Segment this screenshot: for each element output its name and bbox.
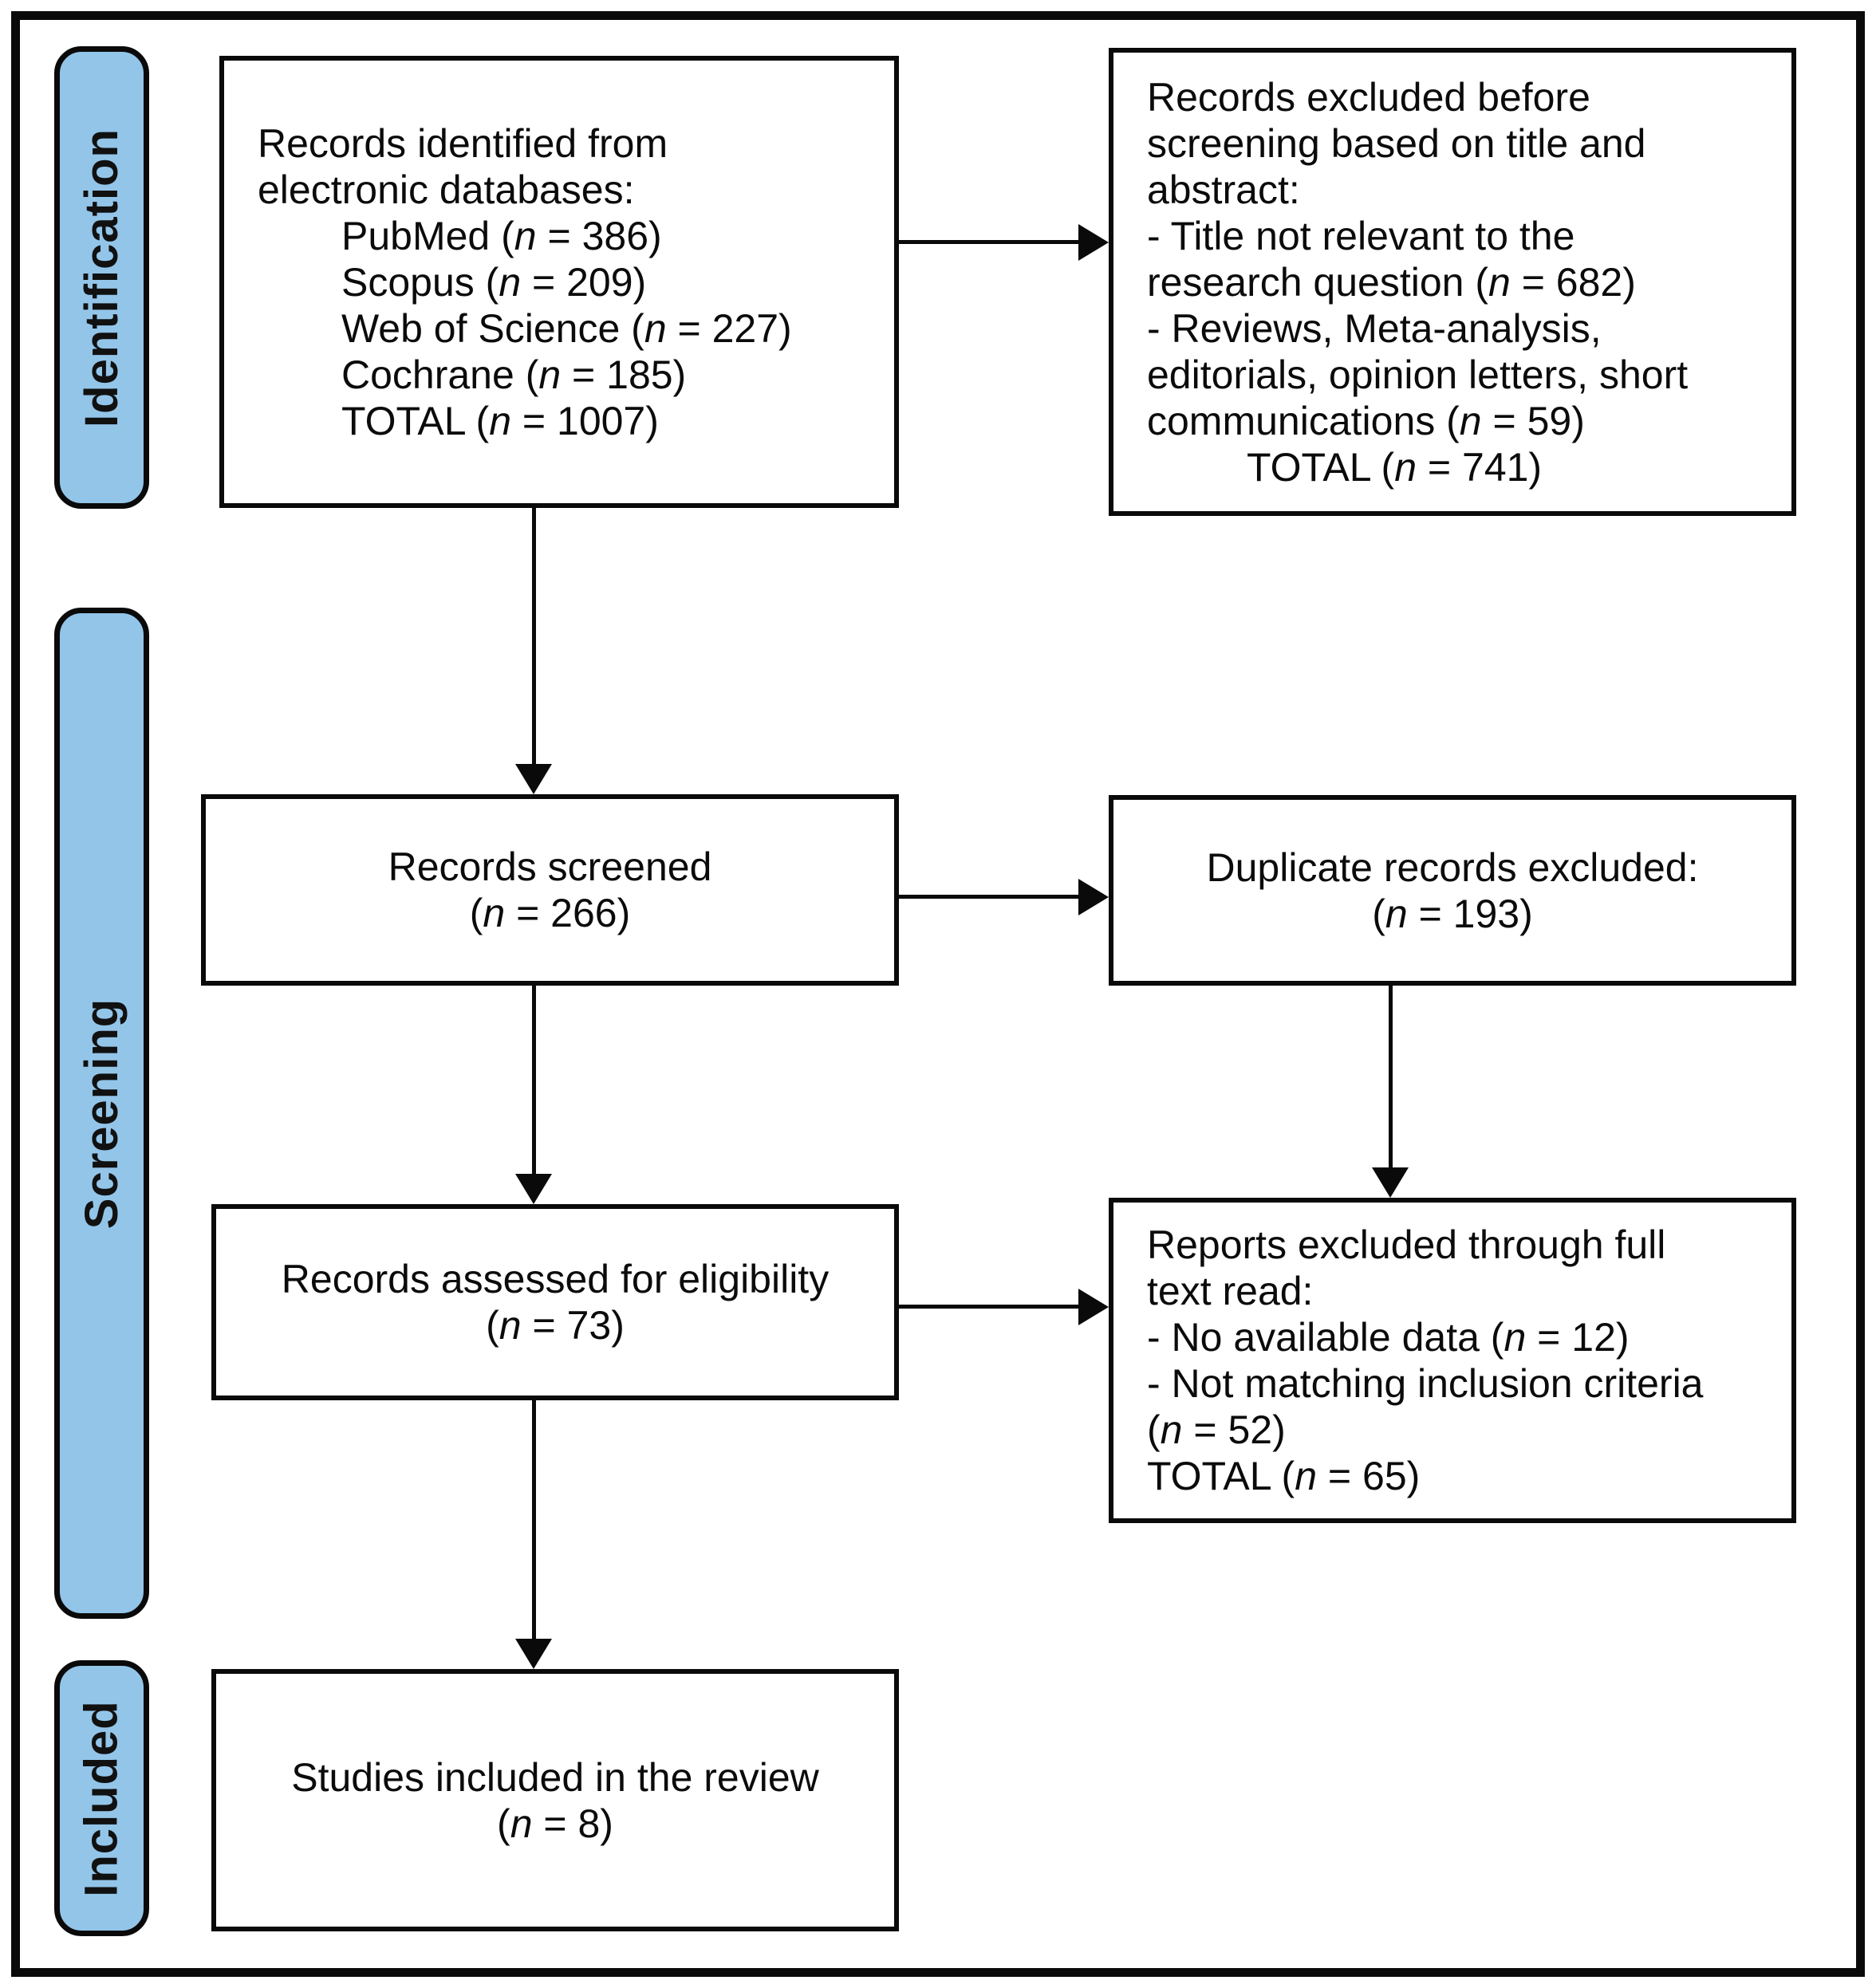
stage-label-identification: Identification xyxy=(76,128,128,427)
text-line: research question (n = 682) xyxy=(1147,259,1636,305)
text-line: electronic databases: xyxy=(258,167,635,212)
text-line: - No available data (n = 12) xyxy=(1147,1315,1630,1360)
arrowhead-down-icon xyxy=(1372,1167,1409,1198)
stage-label-screening: Screening xyxy=(76,998,128,1229)
stage-band-identification: Identification xyxy=(54,46,149,509)
text-line: PubMed (n = 386) xyxy=(341,213,662,258)
stage-band-screening: Screening xyxy=(54,608,149,1619)
text-line: Scopus (n = 209) xyxy=(341,259,647,305)
arrowhead-right-icon xyxy=(1078,224,1109,261)
arrow-line xyxy=(899,240,1079,244)
box-reports-excluded-fulltext: Reports excluded through full text read:… xyxy=(1109,1198,1796,1523)
text-line: communications (n = 59) xyxy=(1147,398,1585,443)
arrow-line xyxy=(532,1400,536,1640)
box-duplicate-records-excluded: Duplicate records excluded: (n = 193) xyxy=(1109,795,1796,986)
box-records-excluded-before-screening: Records excluded before screening based … xyxy=(1109,48,1796,516)
arrow-line xyxy=(1389,986,1393,1168)
arrow-line xyxy=(532,508,536,764)
text-line: editorials, opinion letters, short xyxy=(1147,352,1689,397)
text-line: (n = 266) xyxy=(469,891,631,935)
arrow-line xyxy=(899,895,1079,899)
text-line: abstract: xyxy=(1147,167,1300,212)
arrowhead-right-icon xyxy=(1078,1289,1109,1325)
box-records-assessed-for-eligibility: Records assessed for eligibility (n = 73… xyxy=(211,1204,899,1400)
stage-label-included: Included xyxy=(76,1699,128,1897)
text-line: Records excluded before xyxy=(1147,74,1590,120)
text-line: (n = 73) xyxy=(486,1303,625,1348)
arrowhead-right-icon xyxy=(1078,879,1109,915)
arrow-line xyxy=(899,1305,1079,1309)
text-line: TOTAL (n = 1007) xyxy=(341,398,659,443)
text-line: Web of Science (n = 227) xyxy=(341,305,792,351)
box-studies-included-in-review: Studies included in the review (n = 8) xyxy=(211,1669,899,1931)
text-line: (n = 193) xyxy=(1372,891,1533,936)
text-line: (n = 52) xyxy=(1147,1407,1286,1452)
text-line: Studies included in the review xyxy=(291,1754,819,1800)
text-line: screening based on title and xyxy=(1147,120,1646,166)
arrow-line xyxy=(532,986,536,1175)
text-line: Records screened xyxy=(388,844,712,889)
outer-frame xyxy=(11,11,1865,1977)
box-records-identified: Records identified from electronic datab… xyxy=(219,56,899,508)
text-line: Records assessed for eligibility xyxy=(281,1257,830,1301)
text-line: (n = 8) xyxy=(497,1801,613,1846)
stage-band-included: Included xyxy=(54,1660,149,1936)
text-line: - Not matching inclusion criteria xyxy=(1147,1361,1704,1406)
text-line: TOTAL (n = 65) xyxy=(1147,1454,1421,1498)
text-line: text read: xyxy=(1147,1269,1314,1313)
text-line: TOTAL (n = 741) xyxy=(1247,444,1543,490)
text-line: Duplicate records excluded: xyxy=(1206,844,1699,890)
text-line: Records identified from xyxy=(258,120,668,166)
text-line: Cochrane (n = 185) xyxy=(341,352,687,397)
text-line: - Title not relevant to the xyxy=(1147,213,1575,258)
arrowhead-down-icon xyxy=(515,1639,552,1669)
box-records-screened: Records screened (n = 266) xyxy=(201,794,899,986)
text-line: - Reviews, Meta-analysis, xyxy=(1147,305,1602,351)
arrowhead-down-icon xyxy=(515,1174,552,1204)
text-line: Reports excluded through full xyxy=(1147,1222,1666,1267)
arrowhead-down-icon xyxy=(515,764,552,794)
